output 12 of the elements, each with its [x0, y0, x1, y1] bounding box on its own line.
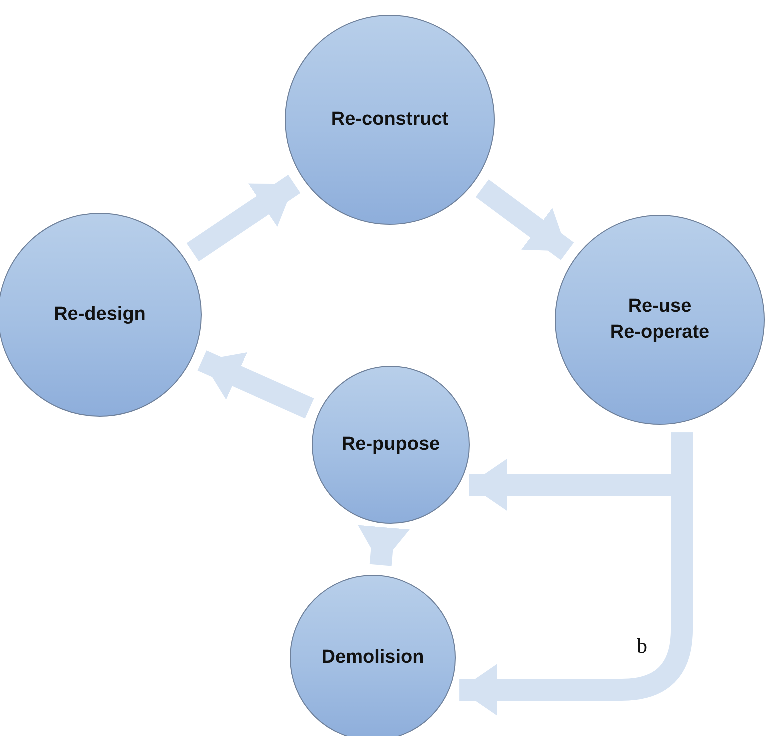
arrow [358, 525, 410, 566]
arrow [186, 175, 301, 262]
stage-label: Re-use [628, 295, 692, 320]
stage-label: Re-construct [331, 108, 449, 132]
stage-label: Re-pupose [342, 433, 440, 458]
stage-label: Re-design [54, 303, 146, 328]
note-label: b [637, 634, 648, 659]
arrow [476, 180, 574, 260]
arrow [460, 432, 693, 716]
stage-label: Demolision [322, 646, 424, 670]
stage-label: Re-operate [610, 321, 710, 345]
arrow [198, 350, 314, 419]
